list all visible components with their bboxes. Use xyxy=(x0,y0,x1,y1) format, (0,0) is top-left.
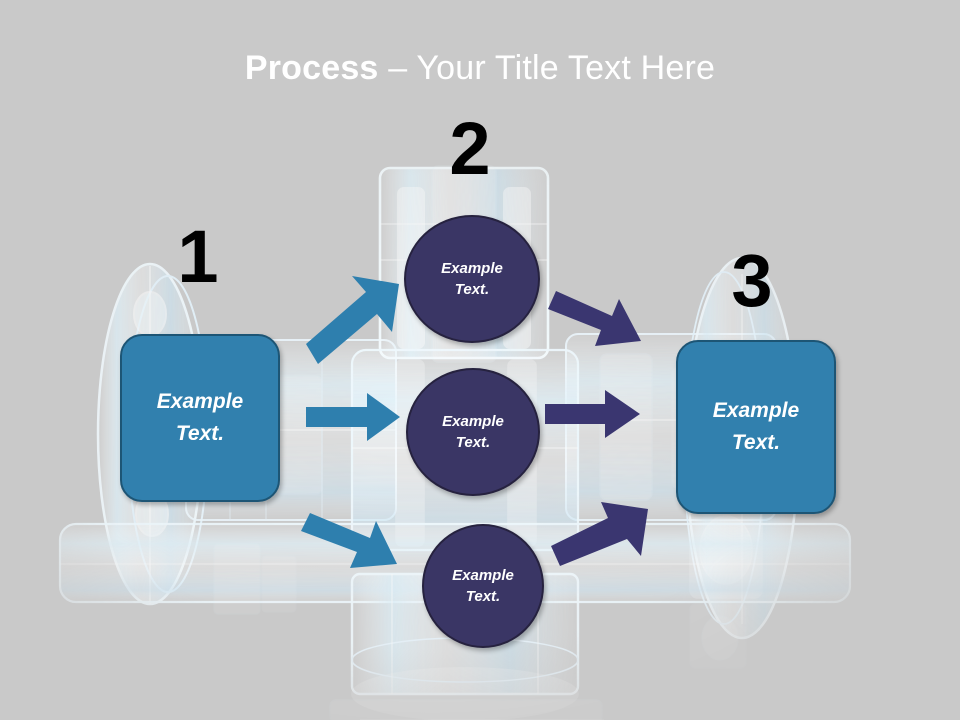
step-number-2: 2 xyxy=(449,107,491,190)
step-number-1: 1 xyxy=(177,215,219,298)
step-number-3: 3 xyxy=(731,239,773,322)
process-box-output-line1: Example xyxy=(712,399,800,422)
process-box-output[interactable]: Example Text. xyxy=(676,340,836,514)
process-box-input[interactable]: Example Text. xyxy=(120,334,280,502)
arrow-out-top xyxy=(548,291,641,346)
process-circle-3[interactable]: Example Text. xyxy=(422,524,544,648)
arrow-in-bottom xyxy=(301,513,397,568)
process-circle-1-line1: Example xyxy=(441,260,503,277)
page-title: Process – Your Title Text Here xyxy=(0,48,960,88)
process-box-input-line2: Text. xyxy=(175,422,225,445)
process-circle-1[interactable]: Example Text. xyxy=(404,215,540,343)
page-title-strong: Process xyxy=(244,49,379,87)
process-circle-2-line2: Text. xyxy=(455,434,491,451)
process-circle-1-line2: Text. xyxy=(454,281,490,298)
process-circle-2[interactable]: Example Text. xyxy=(406,368,540,496)
process-circle-3-line2: Text. xyxy=(465,588,501,605)
page-title-rest: Your Title Text Here xyxy=(416,49,716,87)
arrow-out-middle xyxy=(545,390,640,438)
process-box-input-line1: Example xyxy=(156,390,244,413)
arrow-in-top xyxy=(306,276,399,364)
process-circle-3-line1: Example xyxy=(452,567,514,584)
arrow-out-bottom xyxy=(551,502,648,566)
process-box-output-line2: Text. xyxy=(731,431,781,454)
page-title-dash: – xyxy=(378,49,417,87)
process-circle-2-line1: Example xyxy=(442,413,504,430)
arrow-in-middle xyxy=(306,393,400,441)
